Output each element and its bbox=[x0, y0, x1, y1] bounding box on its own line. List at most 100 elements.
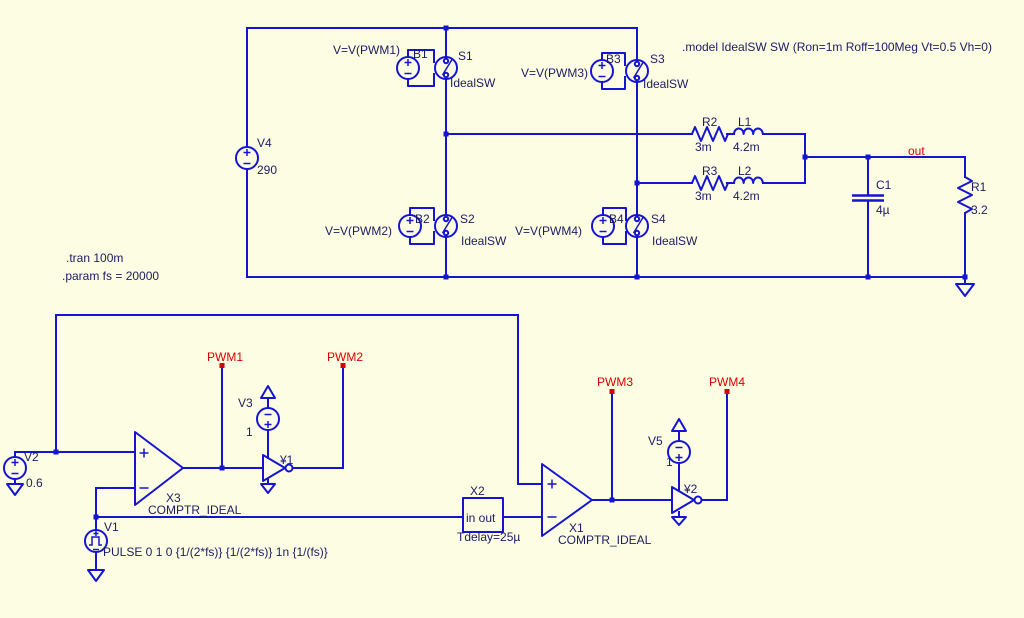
block-ports: in out bbox=[466, 511, 496, 525]
bsource-b4[interactable]: V=V(PWM4) B4 bbox=[515, 207, 627, 245]
source-body bbox=[396, 56, 420, 80]
net-label-pwm3[interactable]: PWM3 bbox=[597, 375, 633, 394]
component-model: IdealSW bbox=[652, 234, 698, 248]
switch-s4[interactable]: S4 IdealSW bbox=[625, 212, 698, 248]
net-label-out[interactable]: out bbox=[908, 144, 925, 158]
component-value: 3m bbox=[695, 140, 712, 154]
ctrl-loop bbox=[602, 207, 627, 245]
inverter-y2[interactable]: ¥2 bbox=[671, 482, 703, 514]
component-name: S2 bbox=[460, 212, 475, 226]
plus-input-icon bbox=[139, 448, 149, 458]
switch-terminal bbox=[633, 74, 641, 82]
bsource-b2[interactable]: V=V(PWM2) B2 bbox=[325, 207, 435, 245]
source-v3[interactable]: V3 1 bbox=[238, 396, 280, 439]
arrow-up-v3[interactable] bbox=[260, 385, 276, 408]
comparator-x1[interactable]: X1 COMPTR_IDEAL bbox=[541, 463, 652, 547]
arrow-down-y1[interactable] bbox=[260, 479, 276, 494]
switch-lever-icon bbox=[632, 217, 644, 234]
pulse-wave-icon bbox=[89, 536, 102, 546]
wire-layer bbox=[14, 27, 966, 531]
ctrl-loop bbox=[601, 52, 626, 90]
arrow-up-v5[interactable] bbox=[671, 418, 687, 441]
directive-tran[interactable]: .tran 100m bbox=[66, 251, 123, 265]
plus-icon bbox=[93, 531, 99, 536]
wire-pwm4 bbox=[701, 391, 728, 501]
component-value: PULSE 0 1 0 {1/(2*fs)} {1/(2*fs)} 1n {1/… bbox=[103, 545, 328, 559]
plus-icon bbox=[404, 59, 412, 66]
component-name: X3 bbox=[166, 491, 181, 505]
resistor-zigzag bbox=[691, 175, 729, 191]
plus-icon bbox=[406, 217, 414, 224]
component-subckt: COMPTR_IDEAL bbox=[558, 533, 652, 547]
net-label-pwm1[interactable]: PWM1 bbox=[207, 350, 243, 368]
component-name: L1 bbox=[738, 115, 752, 129]
component-name: R1 bbox=[971, 180, 987, 194]
component-name: V3 bbox=[238, 396, 253, 410]
bsource-b3[interactable]: V=V(PWM3) B3 bbox=[521, 52, 626, 90]
directive-param[interactable]: .param fs = 20000 bbox=[62, 269, 159, 283]
switch-lever-icon bbox=[441, 217, 453, 234]
junction-dot bbox=[634, 274, 640, 280]
plus-icon bbox=[675, 454, 683, 461]
switch-s3[interactable]: S3 IdealSW bbox=[625, 52, 689, 91]
capacitor-c1[interactable]: C1 4µ bbox=[852, 178, 892, 217]
delay-block-x2[interactable]: X2 in out Tdelay=25µ bbox=[457, 484, 520, 544]
inductor-l2[interactable]: L2 4.2m bbox=[733, 164, 764, 203]
ground-v1[interactable] bbox=[87, 552, 105, 582]
component-name: S4 bbox=[651, 212, 666, 226]
buffer-triangle bbox=[671, 486, 695, 514]
component-model: IdealSW bbox=[450, 76, 496, 90]
arrow-down-y2[interactable] bbox=[671, 511, 687, 526]
junction-dot bbox=[802, 154, 808, 160]
comparator-x3[interactable]: X3 COMPTR_IDEAL bbox=[134, 431, 242, 517]
switch-terminal bbox=[442, 71, 450, 79]
net-flag-icon bbox=[219, 363, 225, 368]
source-body bbox=[398, 214, 422, 238]
ctrl-expression: V=V(PWM4) bbox=[515, 224, 582, 238]
junction-dot bbox=[634, 180, 640, 186]
component-value: 4.2m bbox=[733, 140, 760, 154]
component-value: 290 bbox=[257, 163, 277, 177]
net-label-pwm2[interactable]: PWM2 bbox=[327, 350, 363, 368]
component-name: B4 bbox=[609, 212, 624, 226]
net-label: PWM4 bbox=[709, 375, 745, 389]
source-v1[interactable]: V1 PULSE 0 1 0 {1/(2*fs)} {1/(2*fs)} 1n … bbox=[84, 520, 328, 559]
junction-dot bbox=[443, 25, 449, 31]
ctrl-expression: V=V(PWM2) bbox=[325, 224, 392, 238]
source-v2[interactable]: V2 0.6 bbox=[3, 450, 43, 490]
source-v5[interactable]: V5 1 bbox=[648, 434, 691, 469]
ctrl-loop bbox=[407, 49, 435, 87]
inverter-y1[interactable]: ¥1 bbox=[262, 453, 294, 482]
ground-icon bbox=[6, 479, 24, 496]
ground-v2[interactable] bbox=[6, 479, 24, 496]
bsource-b1[interactable]: V=V(PWM1) B1 bbox=[333, 43, 435, 87]
net-label: PWM2 bbox=[327, 350, 363, 364]
switch-s2[interactable]: S2 IdealSW bbox=[434, 212, 507, 248]
opamp-triangle bbox=[134, 431, 184, 506]
component-name: V2 bbox=[24, 450, 39, 464]
junction-dots bbox=[53, 25, 968, 520]
resistor-r3[interactable]: R3 3m bbox=[691, 164, 729, 203]
junction-dot bbox=[53, 449, 59, 455]
resistor-r1[interactable]: R1 3.2 bbox=[957, 176, 988, 217]
source-v4[interactable]: V4 290 bbox=[235, 136, 277, 177]
resistor-r2[interactable]: R2 3m bbox=[691, 115, 729, 154]
switch-terminal bbox=[442, 57, 450, 65]
arrow-down-icon bbox=[671, 511, 687, 526]
source-body bbox=[590, 59, 614, 83]
component-value: 1 bbox=[246, 425, 253, 439]
plus-icon bbox=[243, 149, 251, 156]
ground-r1[interactable] bbox=[955, 277, 975, 297]
net-label-pwm4[interactable]: PWM4 bbox=[709, 375, 745, 394]
component-name: B3 bbox=[606, 52, 621, 66]
switch-terminal bbox=[442, 215, 450, 223]
junction-dot bbox=[443, 274, 449, 280]
switch-s1[interactable]: S1 IdealSW bbox=[434, 49, 496, 90]
component-name: V5 bbox=[648, 434, 663, 448]
source-body bbox=[235, 146, 259, 170]
inductor-l1[interactable]: L1 4.2m bbox=[733, 115, 764, 154]
component-name: S3 bbox=[650, 52, 665, 66]
directive-model[interactable]: .model IdealSW SW (Ron=1m Roff=100Meg Vt… bbox=[682, 40, 992, 54]
wire-x3-output bbox=[182, 365, 264, 469]
